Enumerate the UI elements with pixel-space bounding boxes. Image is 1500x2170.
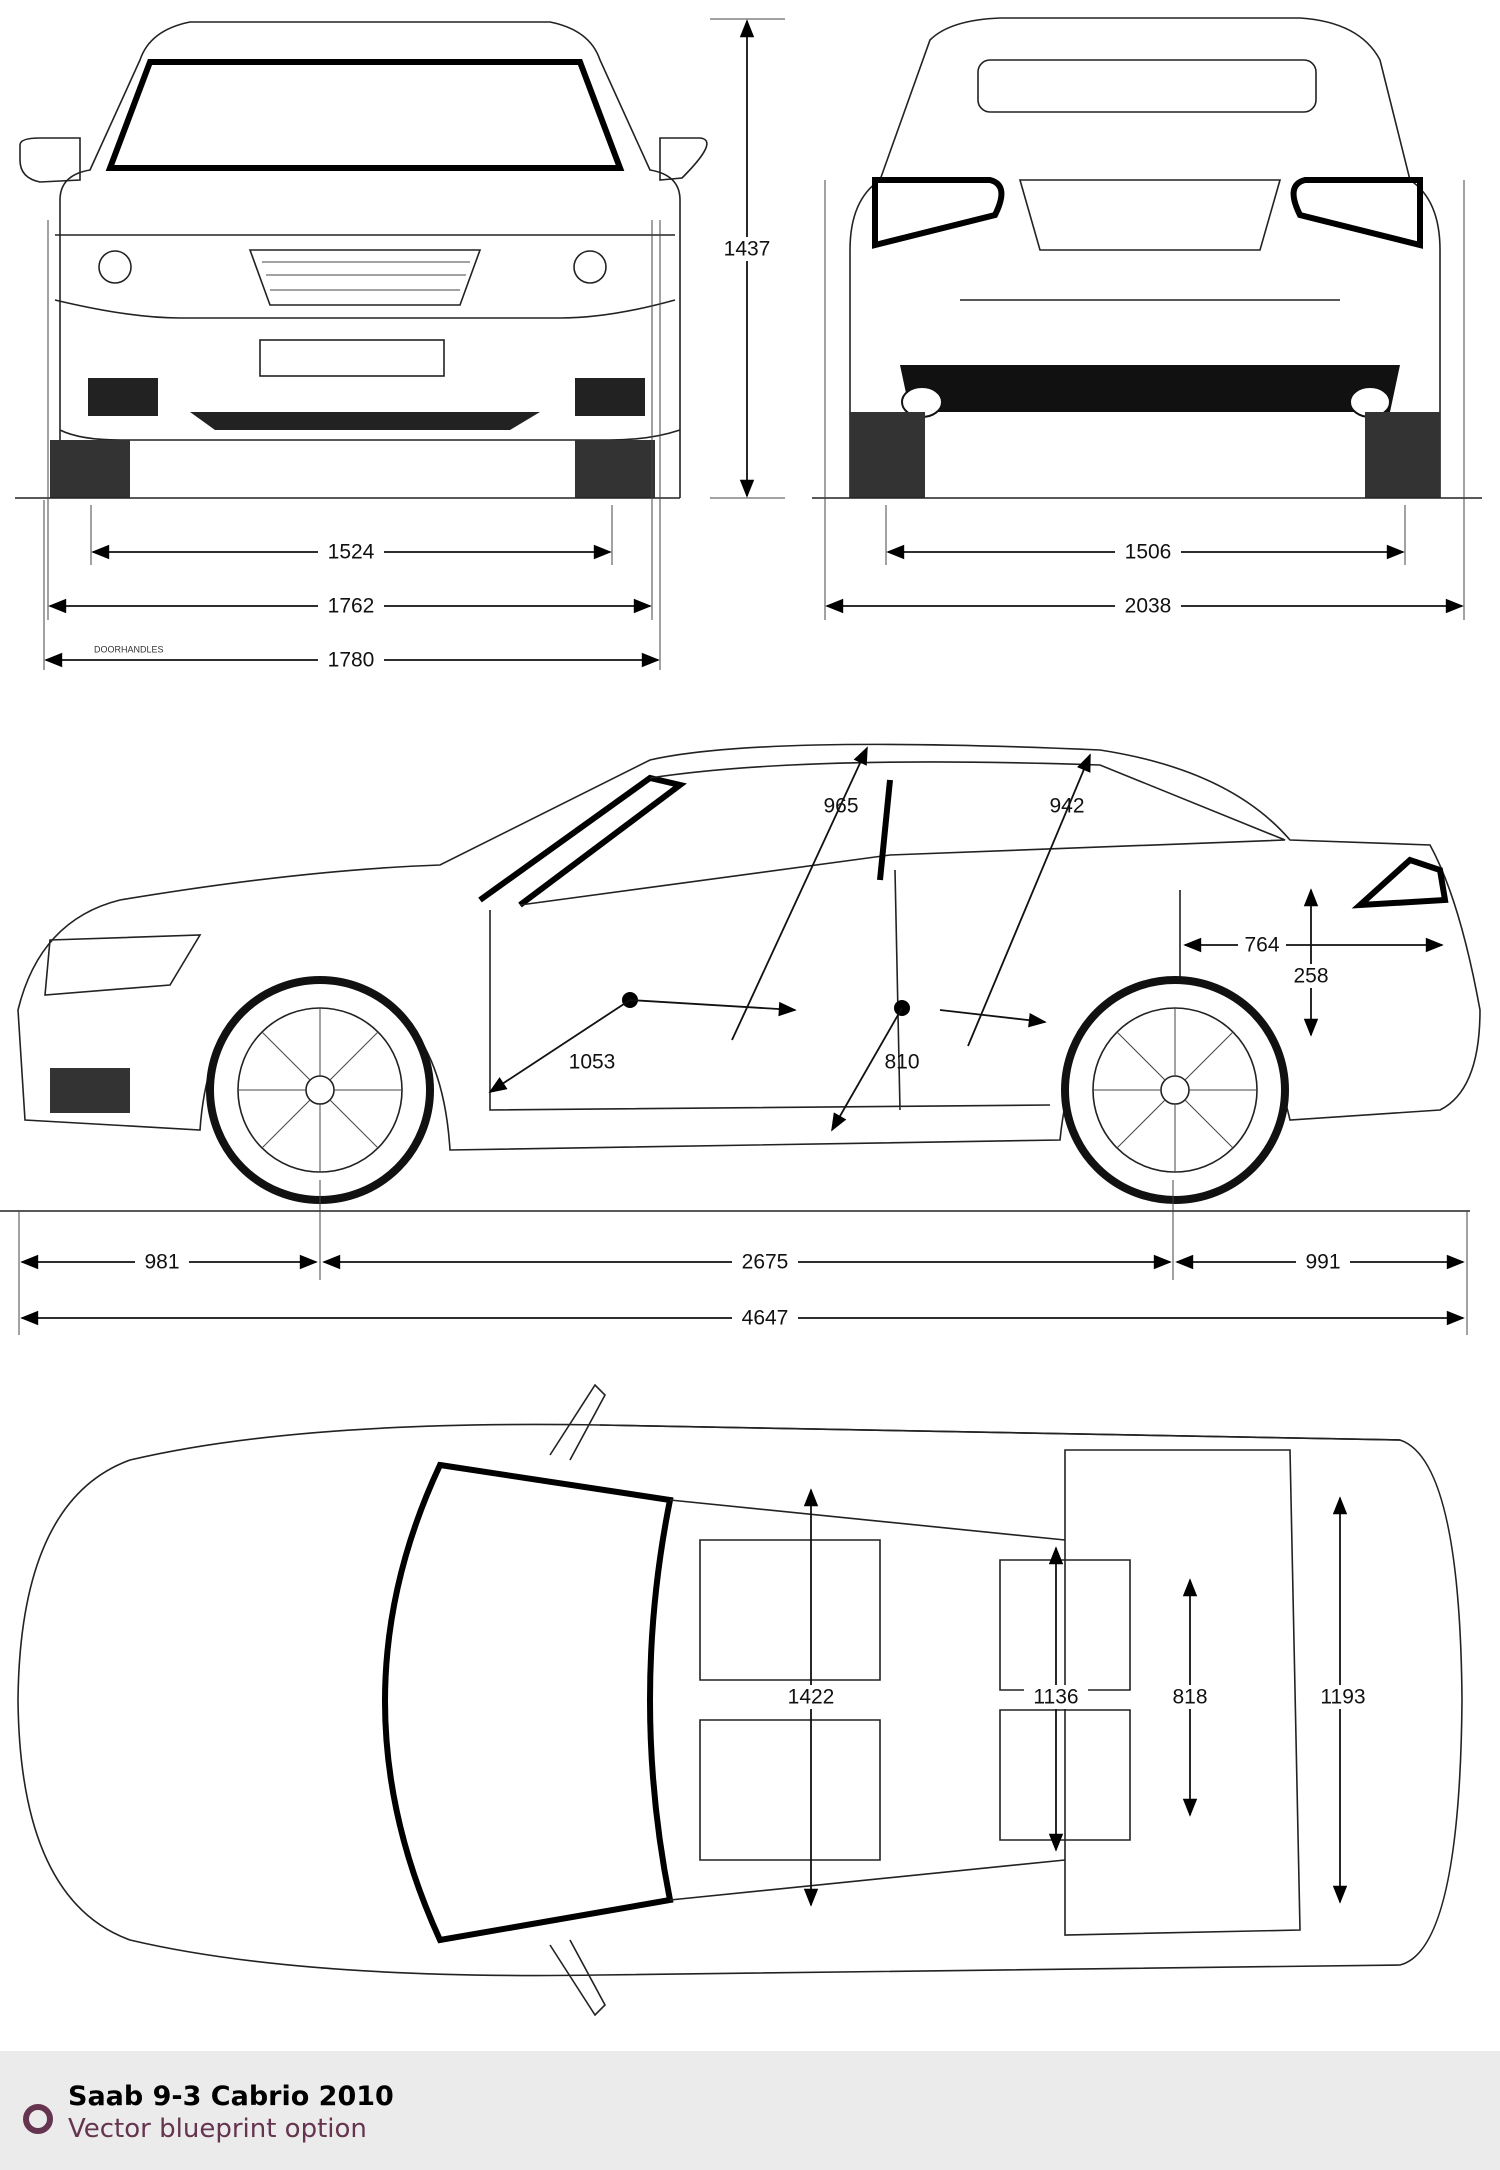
front-width-label: 1762 (328, 595, 375, 618)
doorhandles-note: DOORHANDLES (94, 644, 164, 654)
rear-track-label: 1506 (1125, 541, 1172, 564)
trunk-height-label: 258 (1293, 965, 1328, 988)
trunk-length-label: 764 (1244, 934, 1279, 957)
front-view: 1524 1762 1780 DOORHANDLES (15, 21, 708, 672)
front-track-label: 1524 (328, 541, 375, 564)
rear-view: 1506 2038 (812, 17, 1482, 620)
front-legroom-label: 1053 (569, 1051, 616, 1074)
side-view: 981 2675 991 4647 965 942 1053 810 764 2… (0, 743, 1481, 1335)
wheelbase-label: 2675 (742, 1251, 789, 1274)
height-dimension: 1437 (710, 18, 785, 499)
length-label: 4647 (742, 1307, 789, 1330)
front-overhang-label: 981 (144, 1251, 179, 1274)
rear-headroom-label: 942 (1049, 795, 1084, 818)
caption-title: Saab 9-3 Cabrio 2010 (68, 2081, 394, 2112)
rear-overhang-label: 991 (1305, 1251, 1340, 1274)
rear-legroom-label: 810 (884, 1051, 919, 1074)
front-headroom-label: 965 (823, 795, 858, 818)
front-shoulder-label: 1422 (788, 1686, 835, 1709)
mirror-width-label: 2038 (1125, 595, 1172, 618)
top-view: 1422 1136 818 1193 (17, 1383, 1463, 2017)
rear-shoulder-label: 1136 (1033, 1686, 1078, 1709)
doorhandles-width-label: 1780 (328, 649, 375, 672)
caption-subtitle: Vector blueprint option (68, 2114, 367, 2144)
caption-bar: Saab 9-3 Cabrio 2010 Vector blueprint op… (0, 2051, 1500, 2170)
trunk-width-label: 1193 (1320, 1686, 1365, 1709)
height-label: 1437 (724, 238, 771, 261)
circle-icon (23, 2104, 53, 2134)
rear-seat-width-label: 818 (1172, 1686, 1207, 1709)
